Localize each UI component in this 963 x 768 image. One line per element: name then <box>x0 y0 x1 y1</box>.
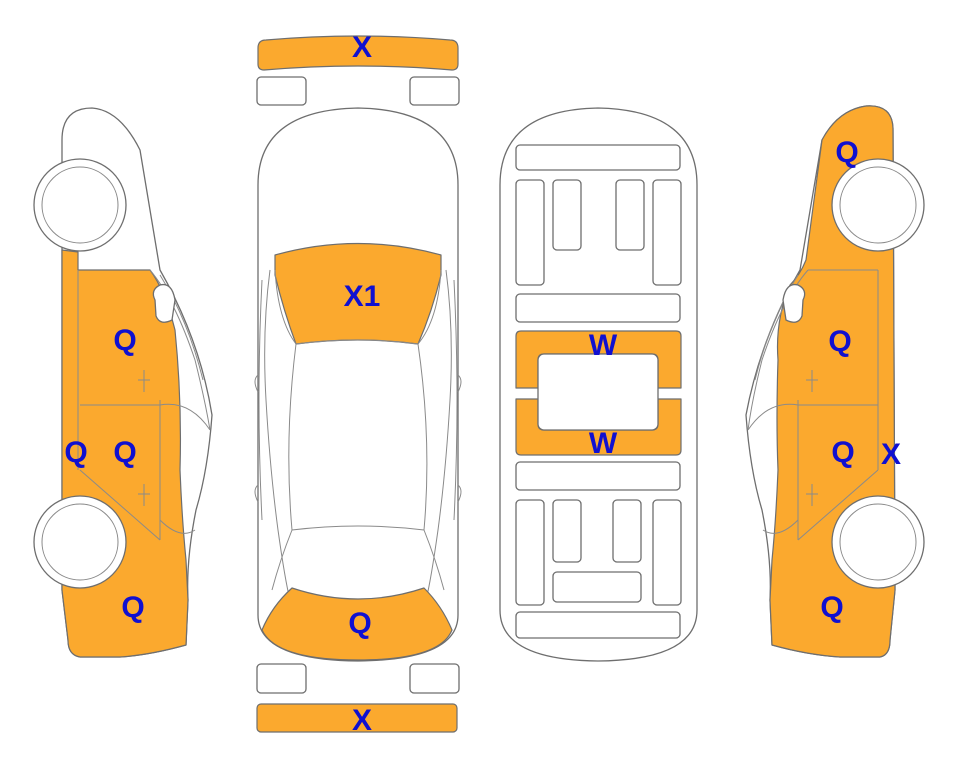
right-taillight <box>409 663 460 694</box>
hood-label: X1 <box>344 280 381 313</box>
roof-lower-label: W <box>589 427 618 460</box>
right-rear-door-label: Q <box>831 436 854 469</box>
left-taillight <box>256 663 307 694</box>
damage-labels: X X1 Q X W W Q Q Q Q Q Q Q X Q <box>64 31 901 737</box>
left-headlight <box>256 76 307 106</box>
trunk-lid-part[interactable] <box>261 587 453 661</box>
left-pillar-label: Q <box>64 436 87 469</box>
rear-bumper-part[interactable] <box>256 703 458 733</box>
right-front-wheel <box>831 158 925 252</box>
right-quarter-label: Q <box>820 591 843 624</box>
front-bumper-part[interactable] <box>257 35 459 71</box>
underbody-outline <box>499 107 698 662</box>
roof-upper-label: W <box>589 329 618 362</box>
left-side-view <box>33 107 213 658</box>
right-side-view <box>745 105 925 658</box>
right-front-door-label: Q <box>828 325 851 358</box>
left-front-door-label: Q <box>113 324 136 357</box>
left-rear-wheel <box>33 495 127 589</box>
trunk-lid-label: Q <box>348 607 371 640</box>
left-front-wheel <box>33 158 127 252</box>
underbody-view <box>499 107 698 662</box>
left-quarter-label: Q <box>121 591 144 624</box>
roof-panel <box>288 339 428 531</box>
right-rocker-label: X <box>881 438 901 471</box>
right-headlight <box>409 76 460 106</box>
left-rear-door-label: Q <box>113 436 136 469</box>
top-view <box>254 35 462 733</box>
right-front-fender-label: Q <box>835 136 858 169</box>
rear-bumper-label: X <box>352 704 372 737</box>
right-rear-wheel <box>831 495 925 589</box>
front-bumper-label: X <box>352 31 372 64</box>
top-body-outline <box>257 107 459 662</box>
